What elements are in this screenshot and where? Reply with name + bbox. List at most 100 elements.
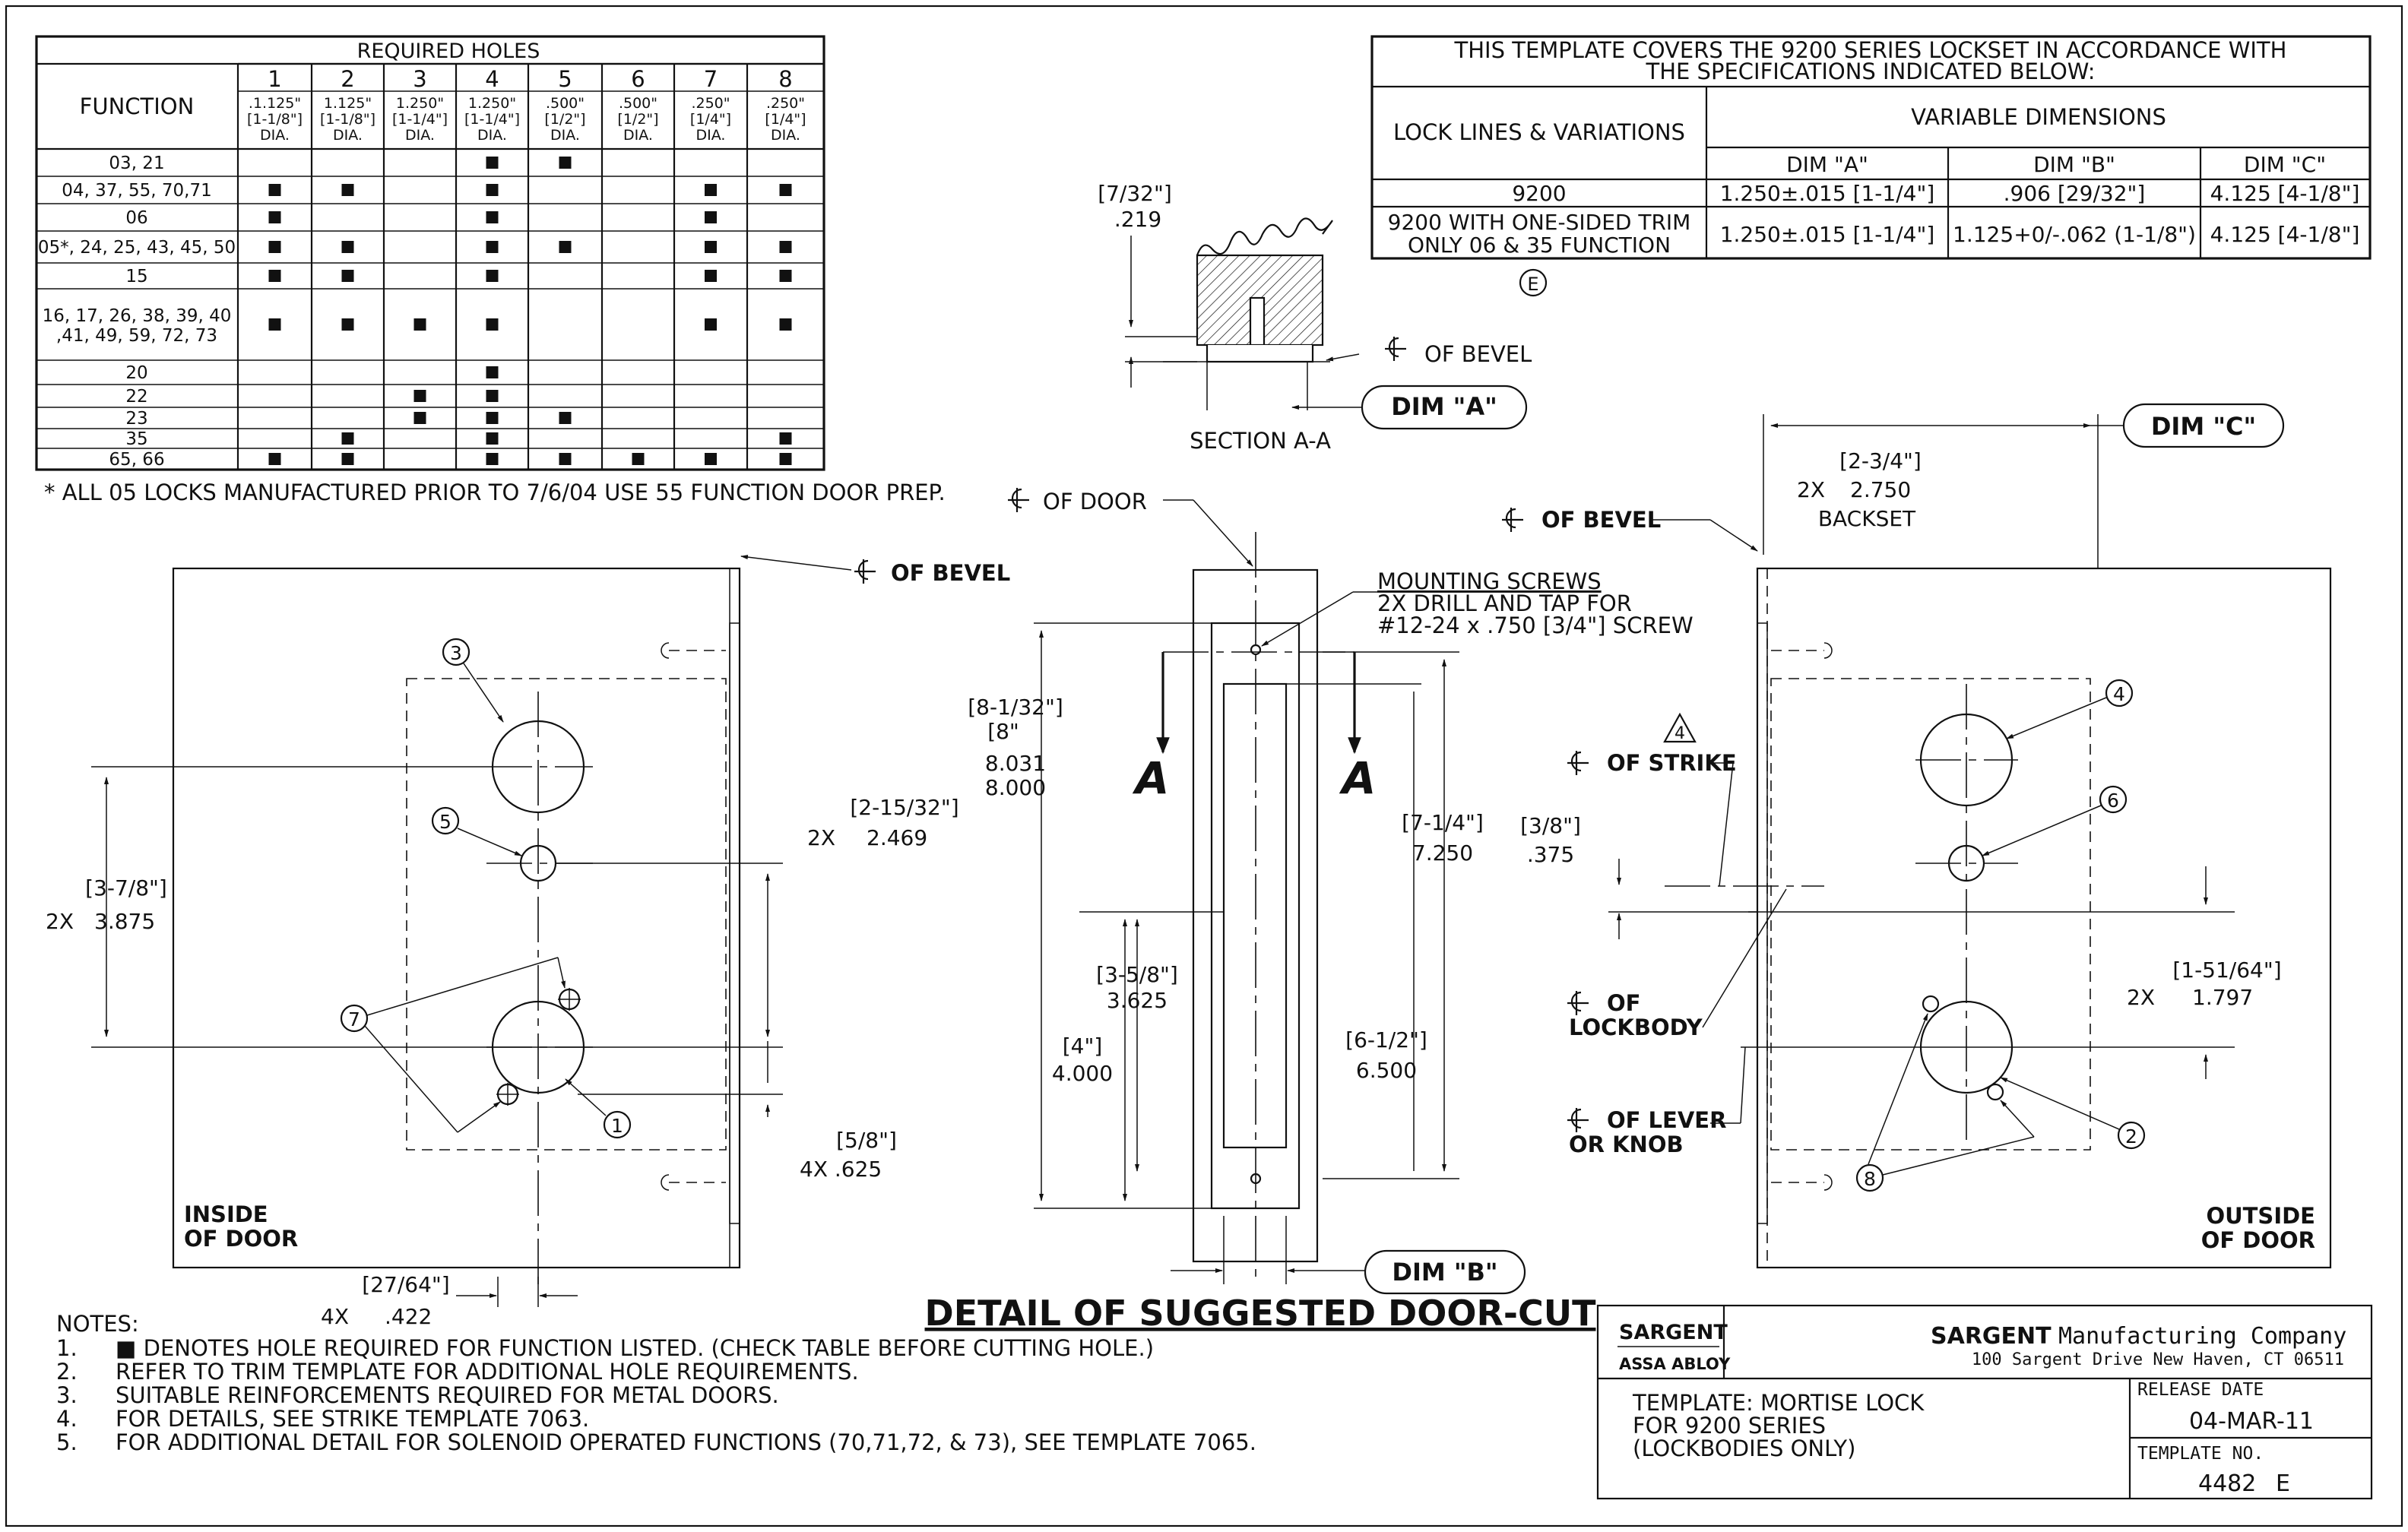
required-hole-mark [486,453,499,465]
function-row-label: 65, 66 [109,450,164,470]
row2-dim-b: 1.125+0/-.062 (1-1/8") [1953,222,2196,247]
required-hole-mark [779,318,792,331]
dim-7250-value: 7.250 [1412,840,1473,866]
hole-spec-4-line-2: [1-1/4"] [464,111,520,128]
inside-of-door-label-2: OF DOOR [184,1226,298,1252]
function-row-label: 22 [125,387,147,407]
svg-text:DIM "A": DIM "A" [1391,392,1497,421]
section-dim-frac: [7/32"] [1098,181,1172,206]
hole-spec-8-line-3: DIA. [771,127,800,144]
required-hole-mark [486,366,499,378]
dim-2469-frac: [2-15/32"] [850,795,958,820]
required-hole-mark [268,270,281,282]
centerline-symbol [854,559,876,584]
template-line-3: (LOCKBODIES ONLY) [1633,1435,1855,1461]
required-hole-mark [486,211,499,223]
row2-lock-line-2: ONLY 06 & 35 FUNCTION [1408,233,1671,258]
hole-spec-5-line-3: DIA. [550,127,580,144]
hole-spec-1-line-3: DIA. [260,127,290,144]
row2-dim-a: 1.250±.015 [1-1/4"] [1720,222,1935,247]
door-panel-outside [1756,567,2332,1269]
svg-text:6: 6 [2107,790,2119,812]
lockbody-pocket-inside [406,678,727,1151]
required-holes-title: REQUIRED HOLES [357,40,540,63]
callout-4: 4 [2006,679,2134,739]
dim-6500-value: 6.500 [1356,1058,1417,1083]
title-block-revision: E [2276,1470,2290,1497]
sheet-border [5,5,2403,1527]
centerline-symbol [1502,508,1523,532]
backset-value: 2.750 [1850,477,1911,502]
dim-c-header: DIM "C" [2244,152,2326,177]
bevel-face [1206,345,1314,363]
callout-5: 5 [431,806,522,856]
bevel-label: OF BEVEL [1424,341,1532,367]
callout-6: 6 [1982,785,2128,856]
hole-spec-2-line-2: [1-1/8"] [320,111,375,128]
required-hole-mark [632,453,645,465]
hole-spec-1-line-2: [1-1/8"] [247,111,303,128]
centerline-symbol [1008,488,1029,512]
company-name: Manufacturing Company [2058,1323,2346,1350]
row1-dim-c: 4.125 [4-1/8"] [2210,181,2360,206]
required-hole-mark [413,390,426,402]
dim-1797-frac: [1-51/64"] [2172,958,2281,983]
company-brand: SARGENT [1931,1323,2052,1350]
inside-of-door-label-1: INSIDE [184,1201,268,1227]
required-hole-mark [486,270,499,282]
required-hole-mark [341,453,354,465]
required-hole-mark [705,241,717,253]
required-hole-mark [559,241,572,253]
lever-label-1: OF LEVER [1607,1107,1726,1133]
required-hole-mark [341,184,354,196]
required-hole-mark [486,241,499,253]
required-hole-mark [486,184,499,196]
hole-spec-8-line-2: [1/4"] [765,111,806,128]
svg-text:4: 4 [1675,724,1685,743]
callout-1: 1 [565,1078,632,1139]
dim-1797-value: 1.797 [2192,985,2253,1010]
row1-dim-a: 1.250±.015 [1-1/4"] [1720,181,1935,206]
notes: NOTES: 1.■ DENOTES HOLE REQUIRED FOR FUN… [56,1311,1256,1455]
mounting-screws-line3: #12-24 x .750 [3/4"] SCREW [1377,612,1694,638]
function-row-label: 20 [125,363,147,383]
lock-lines-header: LOCK LINES & VARIATIONS [1393,119,1685,145]
svg-text:8: 8 [1864,1168,1876,1190]
required-hole-mark [779,453,792,465]
lockbody-label-2: LOCKBODY [1569,1014,1703,1040]
callout-2: 2 [2000,1077,2146,1150]
required-hole-mark [779,270,792,282]
hole-spec-3-line-2: [1-1/4"] [392,111,448,128]
release-date-label: RELEASE DATE [2137,1380,2264,1400]
hole-spec-7-line-1: .250" [691,95,730,112]
hole-spec-2-line-3: DIA. [333,127,363,144]
logo-brand: SARGENT [1619,1321,1728,1344]
function-row-label-2: ,41, 49, 59, 72, 73 [56,326,217,346]
hole-8-upper [1922,995,1940,1013]
template-line-1: TEMPLATE: MORTISE LOCK [1632,1390,1925,1416]
dim-6500-frac: [6-1/2"] [1345,1027,1427,1052]
note-text: REFER TO TRIM TEMPLATE FOR ADDITIONAL HO… [116,1359,859,1385]
centerline-symbol [1385,337,1406,361]
title-block: SARGENT ASSA ABLOY SARGENT Manufacturing… [1596,1304,2373,1500]
mounting-screws-title: MOUNTING SCREWS [1377,568,1602,594]
function-row-label: 05*, 24, 25, 43, 45, 50 [38,238,236,258]
function-row-label: 15 [125,267,147,286]
svg-text:2: 2 [2125,1125,2137,1147]
required-hole-mark [705,270,717,282]
note-4-triangle: 4 [1663,712,1697,743]
required-hole-mark [341,241,354,253]
function-row-label: 03, 21 [109,154,164,173]
lockbody-label-1: OF [1607,990,1640,1016]
svg-text:4: 4 [2113,683,2125,705]
row2-lock-line-1: 9200 WITH ONE-SIDED TRIM [1388,210,1691,235]
lever-label-2: OR KNOB [1569,1132,1684,1157]
faceplate-inside [729,622,740,1224]
outside-door-view: DIM "C" [2-3/4"] 2X 2.750 BACKSET OF BEV… [1502,403,2332,1269]
hole-number-1: 1 [268,66,281,92]
dim-422-frac: [27/64"] [362,1272,449,1297]
note-number: 1. [56,1335,78,1361]
outside-of-door-label-1: OUTSIDE [2206,1203,2315,1229]
